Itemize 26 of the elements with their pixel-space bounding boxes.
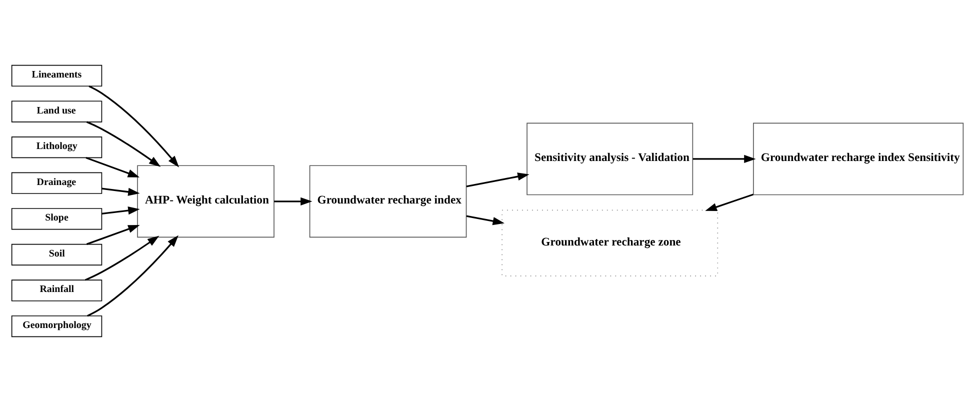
arrow [87,235,178,317]
node-box: Slope [11,208,102,230]
node-box: Land use [11,100,102,122]
arrow [692,154,756,164]
node-box: Lithology [11,136,102,158]
node-box: Groundwater recharge index Sensitivity [753,122,964,196]
arrow [86,224,140,245]
arrow [102,206,140,215]
node-box: Drainage [11,172,102,194]
node-box: Lineaments [11,64,102,87]
node-box: AHP- Weight calculation [137,165,274,238]
arrow [86,121,161,167]
node-box: Geomorphology [11,315,102,338]
arrow [86,156,140,178]
arrow [705,194,754,211]
arrow [84,236,160,281]
node-box: Groundwater recharge index [309,165,467,238]
node-box: Groundwater recharge zone [502,210,718,276]
arrow [466,215,504,226]
arrow [274,197,312,206]
node-box: Rainfall [11,280,102,302]
arrow [466,172,530,188]
node-box: Sensitivity analysis - Validation [526,122,694,196]
arrow [88,85,180,168]
arrow [102,188,140,196]
node-box: Soil [11,244,102,266]
